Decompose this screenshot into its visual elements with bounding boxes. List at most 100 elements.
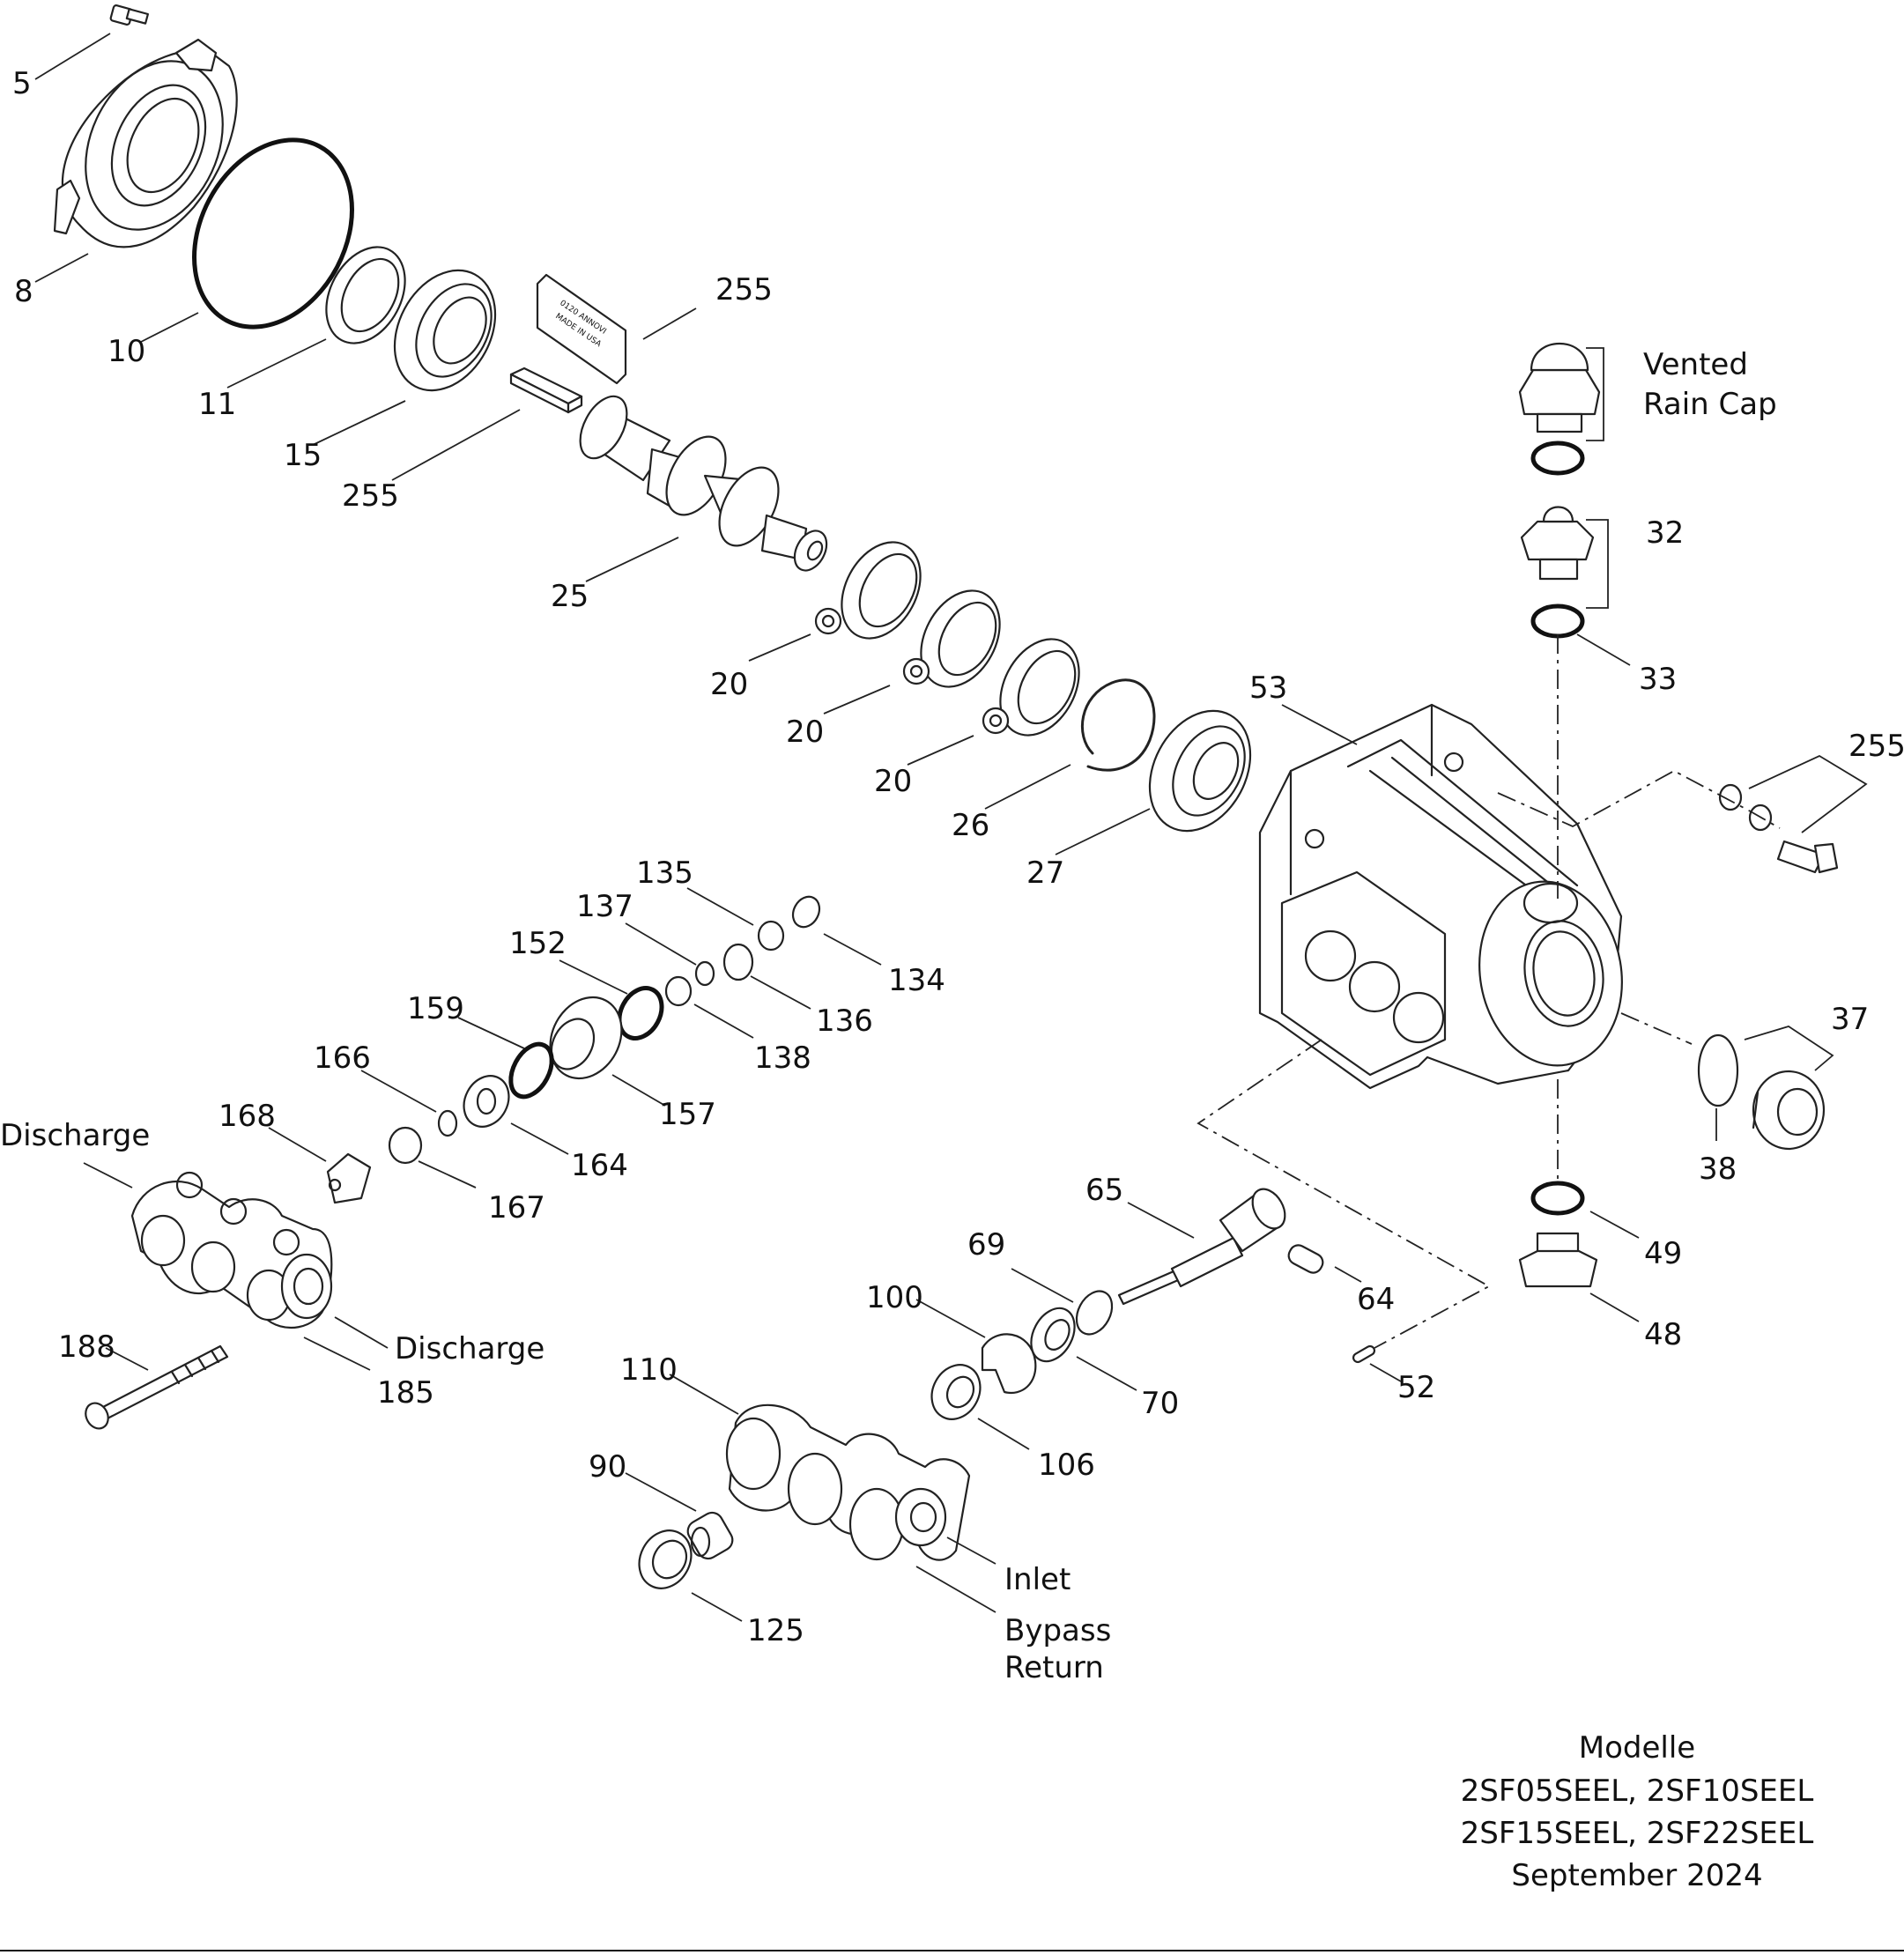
callout-166: 166: [314, 1040, 371, 1076]
part-167-spring: [388, 1126, 423, 1165]
callout-33: 33: [1639, 662, 1677, 697]
callout-90: 90: [589, 1449, 626, 1485]
part-106-seal: [930, 1364, 982, 1420]
part-33-o-ring: [1530, 604, 1585, 639]
part-11-seal: [325, 246, 406, 344]
label-rain-cap: Rain Cap: [1643, 387, 1777, 422]
part-137-washer: [694, 960, 715, 987]
part-152-o-ring: [617, 986, 664, 1040]
models-date: September 2024: [1511, 1858, 1762, 1893]
part-188-bolt: [85, 1344, 229, 1430]
callout-48: 48: [1644, 1317, 1682, 1352]
callout-136: 136: [816, 1003, 873, 1039]
callout-137: 137: [576, 889, 633, 924]
label-inlet: Inlet: [1004, 1562, 1071, 1597]
callout-numbers: 5 8 10 11 15 255 255 25 20 20 20 26 27 5…: [0, 66, 1904, 1685]
part-164-seal: [463, 1075, 510, 1128]
part-159-o-ring: [508, 1041, 554, 1100]
part-26-circlip: [1080, 678, 1156, 772]
part-5-screw: [109, 4, 150, 26]
part-20-connecting-rod-2: [902, 589, 1001, 688]
part-25-crankshaft: [579, 395, 828, 572]
callout-64: 64: [1357, 1282, 1395, 1317]
callout-185: 185: [377, 1375, 434, 1411]
callout-255-key: 255: [342, 478, 399, 514]
callout-135: 135: [636, 855, 693, 891]
part-64-pin: [1287, 1244, 1324, 1274]
part-10-o-ring: [192, 137, 354, 330]
part-255-key: [509, 367, 583, 414]
part-15-bearing: [393, 269, 497, 392]
part-255-washers-bolt: [1718, 783, 1839, 874]
callout-157: 157: [659, 1097, 716, 1132]
models-heading: Modelle: [1579, 1730, 1695, 1766]
callout-5: 5: [12, 66, 32, 101]
callout-164: 164: [571, 1148, 628, 1183]
callout-32: 32: [1646, 515, 1684, 551]
callout-38: 38: [1699, 1152, 1737, 1187]
callout-168: 168: [219, 1099, 276, 1134]
part-70-seal: [1030, 1307, 1076, 1363]
part-27-bearing: [1148, 709, 1252, 833]
part-135-cap: [757, 920, 785, 952]
part-52-dowel: [1352, 1344, 1376, 1364]
callout-20-c: 20: [874, 764, 912, 799]
callout-8: 8: [14, 274, 33, 309]
callout-106: 106: [1038, 1448, 1095, 1483]
part-185-discharge-manifold: [130, 1171, 333, 1329]
models-block: Modelle 2SF05SEEL, 2SF10SEEL 2SF15SEEL, …: [1461, 1730, 1814, 1893]
assembly-center-lines: [1196, 634, 1781, 1349]
part-49-o-ring: [1530, 1181, 1585, 1216]
callout-255-plate: 255: [715, 272, 773, 307]
callout-27: 27: [1026, 855, 1064, 891]
label-discharge-top: Discharge: [0, 1118, 150, 1153]
part-166-washer: [437, 1109, 458, 1137]
part-69-washer: [1075, 1290, 1114, 1336]
callout-11: 11: [198, 387, 236, 422]
part-134-washer: [791, 895, 821, 929]
callout-110: 110: [620, 1352, 678, 1388]
callout-69: 69: [967, 1227, 1005, 1263]
part-255-nameplate: 0120 ANNOVI MADE IN USA: [536, 273, 627, 385]
callout-37: 37: [1831, 1002, 1869, 1037]
callout-26: 26: [952, 808, 989, 843]
callout-53: 53: [1249, 670, 1287, 706]
part-48-drain-plug: [1518, 1232, 1598, 1288]
part-32-plug: [1520, 506, 1595, 581]
callout-167: 167: [488, 1190, 545, 1226]
part-38-washer: [1697, 1033, 1739, 1107]
part-157-valve-cap: [549, 996, 623, 1080]
part-vented-rain-cap: [1518, 342, 1601, 476]
label-vented: Vented: [1643, 347, 1748, 382]
callout-188: 188: [58, 1329, 115, 1365]
part-8-bearing-cover: [53, 38, 238, 248]
callout-15: 15: [284, 438, 322, 473]
callout-52: 52: [1397, 1370, 1435, 1405]
callout-152: 152: [509, 926, 567, 961]
part-125-seal: [638, 1529, 693, 1589]
label-discharge-bottom: Discharge: [395, 1331, 545, 1366]
part-53-crankcase: [1258, 703, 1623, 1090]
part-138-valve-plate: [664, 975, 693, 1007]
callout-159: 159: [407, 991, 464, 1026]
label-return: Return: [1004, 1650, 1104, 1685]
part-110-inlet-manifold: [725, 1403, 971, 1561]
part-100-seal-retainer: [981, 1333, 1037, 1395]
part-20-connecting-rod-1: [814, 541, 922, 640]
models-line-1: 2SF05SEEL, 2SF10SEEL: [1461, 1774, 1814, 1809]
callout-138: 138: [754, 1040, 811, 1076]
callout-100: 100: [866, 1280, 923, 1315]
label-bypass: Bypass: [1004, 1613, 1111, 1648]
callout-255-bolt: 255: [1848, 729, 1904, 764]
part-136-spring: [722, 943, 754, 981]
part-20-connecting-rod-3: [982, 638, 1080, 737]
part-65-plunger: [1117, 1188, 1286, 1306]
callout-49: 49: [1644, 1236, 1682, 1271]
models-line-2: 2SF15SEEL, 2SF22SEEL: [1461, 1816, 1814, 1851]
part-168-valve: [326, 1152, 372, 1204]
callout-65: 65: [1085, 1173, 1123, 1208]
callout-20-b: 20: [786, 715, 824, 750]
callout-134: 134: [888, 963, 945, 998]
callout-125: 125: [747, 1613, 804, 1648]
